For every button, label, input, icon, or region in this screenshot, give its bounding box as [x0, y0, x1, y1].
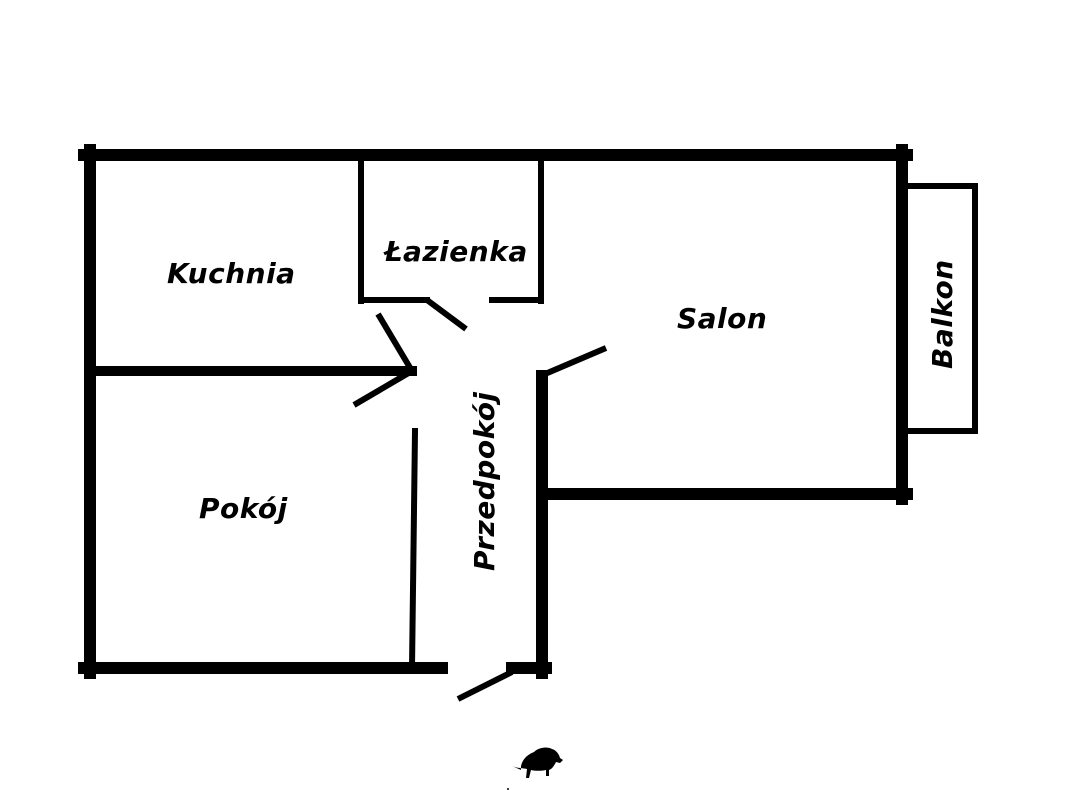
kitchen-door — [375, 312, 415, 373]
doors — [352, 297, 608, 702]
walls — [78, 144, 978, 679]
room-labels: Kuchnia Łazienka Salon Pokój Balkon Prze… — [167, 235, 959, 571]
label-bathroom: Łazienka — [383, 235, 528, 268]
bedroom-hallway-wall — [408, 427, 419, 672]
bathroom-door — [425, 297, 468, 332]
label-bedroom: Pokój — [199, 492, 288, 525]
label-salon: Salon — [677, 302, 767, 335]
label-kitchen: Kuchnia — [167, 257, 296, 290]
bison-icon — [507, 747, 563, 790]
bedroom-door — [352, 368, 414, 408]
entrance-door — [456, 669, 514, 702]
label-balcony: Balkon — [926, 259, 959, 369]
salon-door — [543, 345, 608, 377]
label-hallway: Przedpokój — [468, 391, 501, 571]
